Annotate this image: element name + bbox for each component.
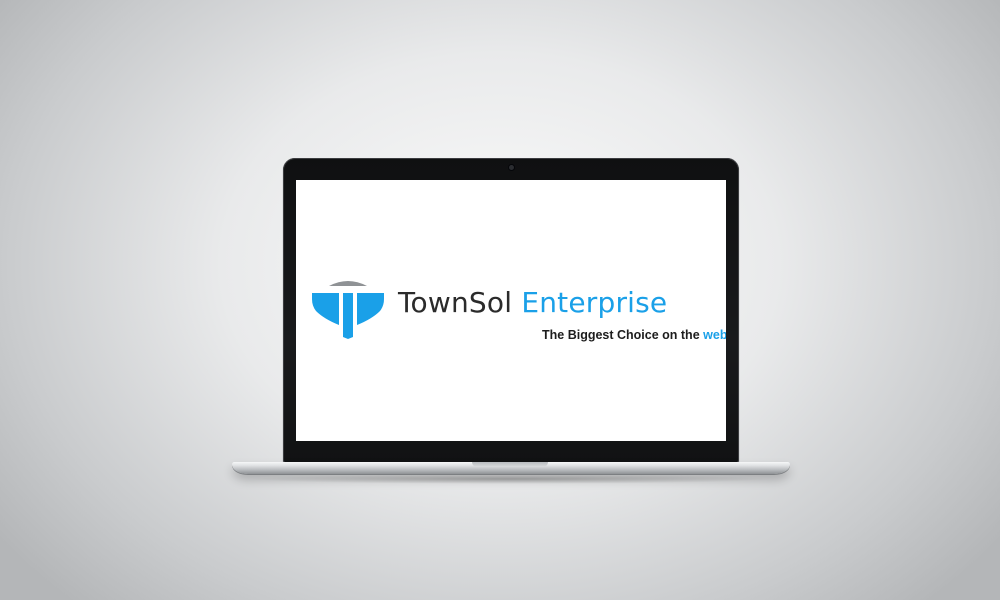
logo-stem	[343, 293, 353, 339]
webcam-icon	[509, 165, 514, 170]
tagline-highlight: web	[703, 328, 726, 342]
logo-left-wing	[312, 293, 339, 325]
laptop-opening-notch	[472, 462, 548, 467]
brand-tagline: The Biggest Choice on the web	[542, 328, 726, 342]
brand-name-part2: Enterprise	[521, 286, 668, 319]
tagline-main: The Biggest Choice on the	[542, 328, 700, 342]
laptop-screen: TownSol Enterprise The Biggest Choice on…	[296, 180, 726, 441]
laptop-shadow	[250, 474, 770, 484]
laptop-base	[232, 462, 790, 474]
laptop-lid: TownSol Enterprise The Biggest Choice on…	[283, 158, 739, 464]
townsol-logo-icon	[312, 281, 384, 339]
brand-name: TownSol Enterprise	[398, 286, 667, 320]
logo-right-wing	[357, 293, 384, 325]
logo-top-cap	[329, 281, 367, 286]
brand-name-part1: TownSol	[398, 286, 513, 319]
